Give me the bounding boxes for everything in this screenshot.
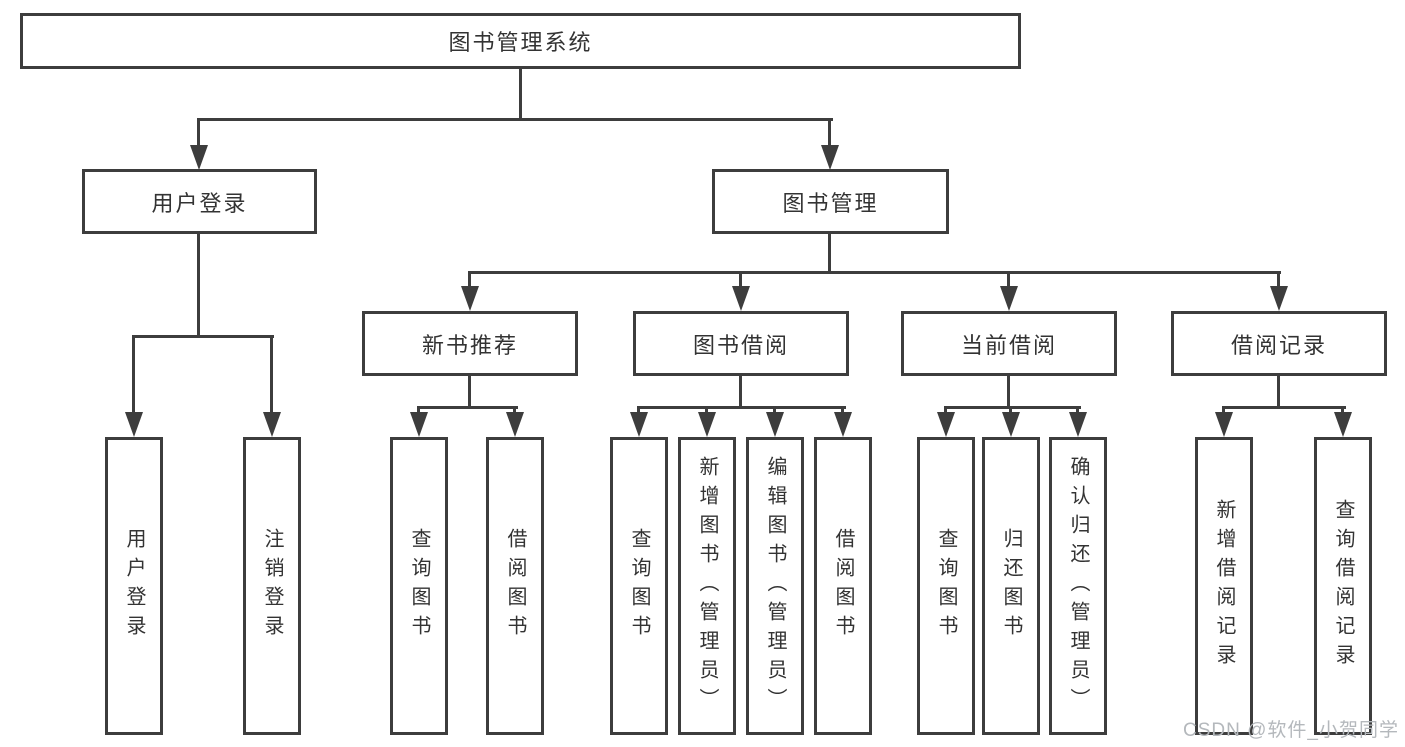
leaf-add-borrow-record-label: 新增借阅记录 (1213, 499, 1235, 673)
leaf-recommend-query-book-label: 查询图书 (408, 528, 430, 644)
arrow-down-icon (1002, 412, 1020, 437)
leaf-user-login: 用户登录 (105, 437, 163, 735)
leaf-recommend-borrow-book: 借阅图书 (486, 437, 544, 735)
arrow-down-icon (766, 412, 784, 437)
arrow-down-icon (263, 412, 281, 437)
leaf-confirm-return-admin-label: 确认归还（管理员） (1067, 455, 1089, 717)
leaf-logout-label: 注销登录 (261, 528, 283, 644)
node-book-borrow-label: 图书借阅 (692, 332, 789, 358)
leaf-logout: 注销登录 (243, 437, 301, 735)
connector-line (197, 118, 833, 121)
connector-line (1009, 406, 1012, 416)
connector-line (468, 271, 471, 289)
csdn-watermark: CSDN @软件_小贺同学 (1183, 720, 1399, 741)
connector-line (417, 406, 518, 409)
arrow-down-icon (937, 412, 955, 437)
leaf-borrow-borrow-book: 借阅图书 (814, 437, 872, 735)
node-new-book-recommend: 新书推荐 (362, 311, 578, 376)
connector-line (270, 335, 273, 415)
leaf-borrow-borrow-book-label: 借阅图书 (832, 528, 854, 644)
connector-line (739, 271, 742, 289)
connector-line (841, 406, 844, 416)
leaf-query-borrow-record: 查询借阅记录 (1314, 437, 1372, 735)
arrow-down-icon (125, 412, 143, 437)
connector-line (705, 406, 708, 416)
node-borrow-record: 借阅记录 (1171, 311, 1387, 376)
connector-line (1277, 271, 1280, 289)
node-user-login: 用户登录 (82, 169, 317, 234)
connector-line (1341, 406, 1344, 416)
arrow-down-icon (698, 412, 716, 437)
leaf-return-book: 归还图书 (982, 437, 1040, 735)
leaf-user-login-label: 用户登录 (123, 528, 145, 644)
arrow-down-icon (630, 412, 648, 437)
leaf-add-book-admin-label: 新增图书（管理员） (696, 455, 718, 717)
connector-line (513, 406, 516, 416)
leaf-borrow-query-book-label: 查询图书 (628, 528, 650, 644)
connector-line (739, 376, 742, 409)
arrow-down-icon (461, 286, 479, 311)
leaf-recommend-borrow-book-label: 借阅图书 (504, 528, 526, 644)
arrow-down-icon (410, 412, 428, 437)
arrow-down-icon (1215, 412, 1233, 437)
connector-line (773, 406, 776, 416)
connector-line (468, 271, 1281, 274)
connector-line (197, 118, 200, 148)
node-current-borrow-label: 当前借阅 (960, 332, 1057, 358)
leaf-edit-book-admin-label: 编辑图书（管理员） (764, 455, 786, 717)
connector-line (637, 406, 846, 409)
leaf-borrow-query-book: 查询图书 (610, 437, 668, 735)
connector-line (197, 234, 200, 338)
arrow-down-icon (1069, 412, 1087, 437)
node-user-login-label: 用户登录 (151, 190, 248, 216)
leaf-return-book-label: 归还图书 (1000, 528, 1022, 644)
node-book-management-label: 图书管理 (782, 190, 879, 216)
leaf-confirm-return-admin: 确认归还（管理员） (1049, 437, 1107, 735)
node-root-label: 图书管理系统 (448, 30, 593, 55)
connector-line (417, 406, 420, 416)
node-book-borrow: 图书借阅 (633, 311, 849, 376)
connector-line (1277, 376, 1280, 409)
leaf-query-borrow-record-label: 查询借阅记录 (1332, 499, 1354, 673)
leaf-edit-book-admin: 编辑图书（管理员） (746, 437, 804, 735)
connector-line (1222, 406, 1346, 409)
arrow-down-icon (1270, 286, 1288, 311)
arrow-down-icon (834, 412, 852, 437)
arrow-down-icon (190, 145, 208, 170)
arrow-down-icon (821, 145, 839, 170)
leaf-current-query-book-label: 查询图书 (935, 528, 957, 644)
arrow-down-icon (732, 286, 750, 311)
node-current-borrow: 当前借阅 (901, 311, 1117, 376)
leaf-recommend-query-book: 查询图书 (390, 437, 448, 735)
leaf-add-borrow-record: 新增借阅记录 (1195, 437, 1253, 735)
arrow-down-icon (1000, 286, 1018, 311)
arrow-down-icon (506, 412, 524, 437)
leaf-current-query-book: 查询图书 (917, 437, 975, 735)
node-borrow-record-label: 借阅记录 (1230, 332, 1327, 358)
arrow-down-icon (1334, 412, 1352, 437)
connector-line (828, 234, 831, 274)
connector-line (1007, 376, 1010, 409)
connector-line (1222, 406, 1225, 416)
connector-line (828, 118, 831, 148)
connector-line (637, 406, 640, 416)
connector-line (132, 335, 135, 415)
connector-line (1007, 271, 1010, 289)
node-book-management: 图书管理 (712, 169, 949, 234)
connector-line (468, 376, 471, 409)
node-new-book-recommend-label: 新书推荐 (421, 332, 518, 358)
connector-line (944, 406, 1081, 409)
connector-line (132, 335, 274, 338)
connector-line (519, 69, 522, 120)
connector-line (944, 406, 947, 416)
leaf-add-book-admin: 新增图书（管理员） (678, 437, 736, 735)
node-root: 图书管理系统 (20, 13, 1021, 69)
connector-line (1076, 406, 1079, 416)
